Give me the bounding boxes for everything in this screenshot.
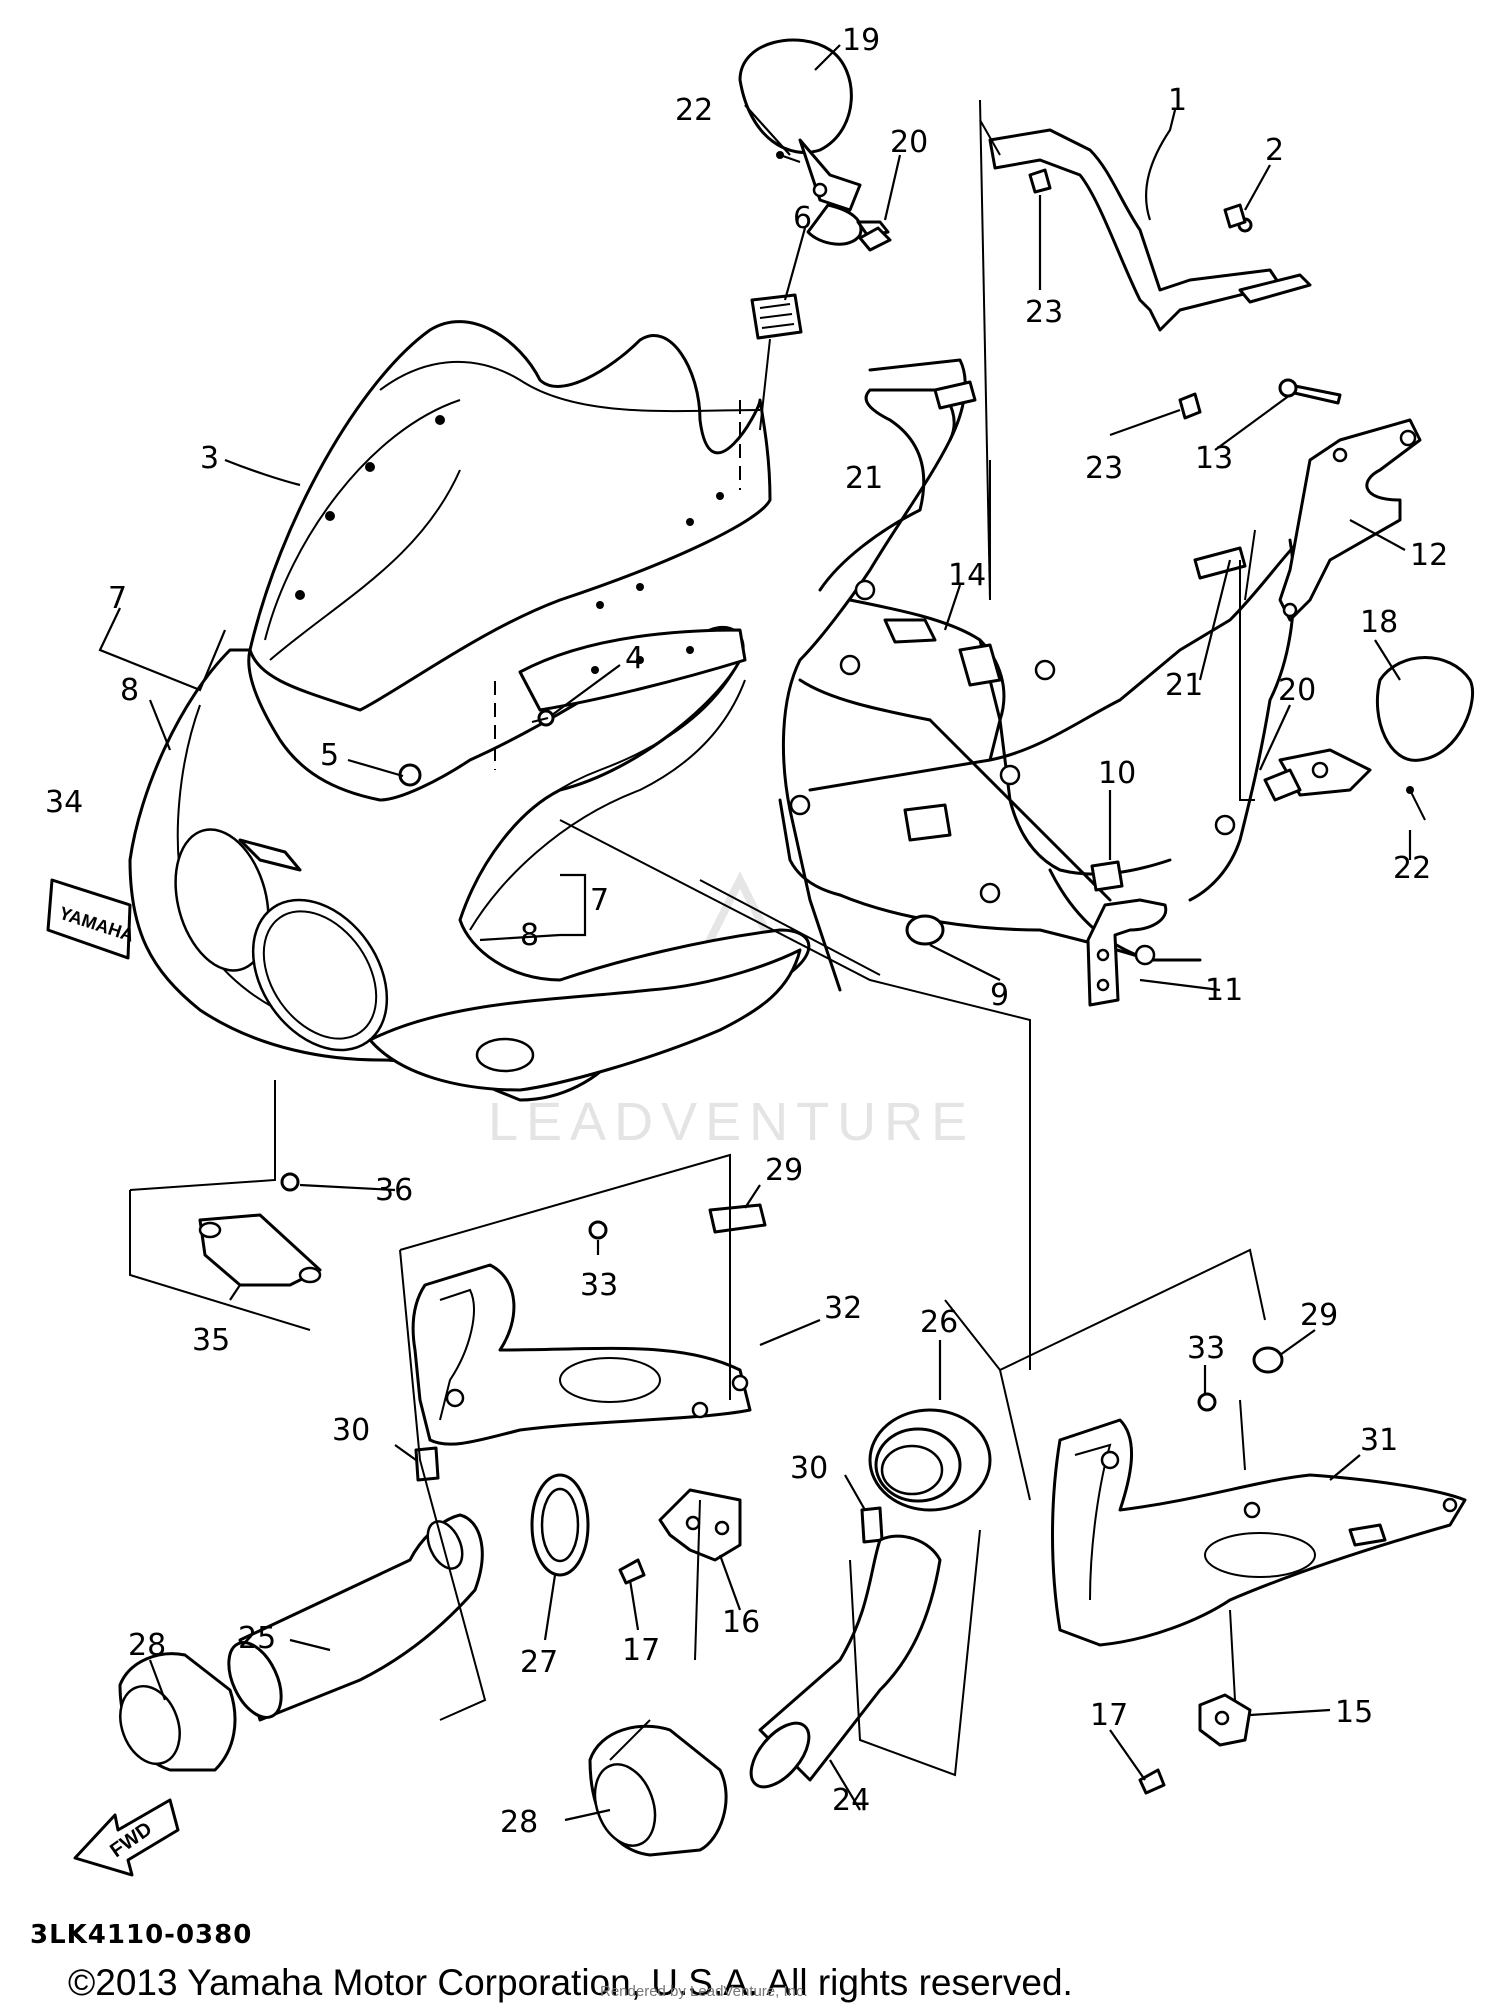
callout-27: 27 xyxy=(520,1645,558,1680)
grommet-26 xyxy=(868,1408,992,1512)
callout-8b: 8 xyxy=(520,918,539,953)
callout-30a: 30 xyxy=(332,1413,370,1448)
callout-22a: 22 xyxy=(675,93,713,128)
callout-33a: 33 xyxy=(580,1268,618,1303)
callout-12: 12 xyxy=(1410,538,1448,573)
lower-right-bracket-31 xyxy=(1051,1418,1467,1647)
callout-21b: 21 xyxy=(1165,668,1203,703)
callout-32: 32 xyxy=(824,1291,862,1326)
callout-21a: 21 xyxy=(845,461,883,496)
callout-36: 36 xyxy=(375,1173,413,1208)
callout-1: 1 xyxy=(1168,83,1187,118)
callout-34: 34 xyxy=(45,785,83,820)
callout-7b: 7 xyxy=(590,883,609,918)
callout-33b: 33 xyxy=(1187,1331,1225,1366)
callout-17a: 17 xyxy=(622,1633,660,1668)
callout-11: 11 xyxy=(1205,973,1243,1008)
callout-20a: 20 xyxy=(890,125,928,160)
bushing-29b xyxy=(1252,1346,1284,1374)
caution-label xyxy=(750,293,803,431)
air-duct-25 xyxy=(227,1513,484,1722)
upper-cowling-group xyxy=(128,320,811,1102)
callout-29b: 29 xyxy=(1300,1298,1338,1333)
watermark-text: LEADVENTURE xyxy=(488,1092,975,1152)
callout-26: 26 xyxy=(920,1305,958,1340)
callout-9: 9 xyxy=(990,978,1009,1013)
callout-24: 24 xyxy=(832,1783,870,1818)
callout-13: 13 xyxy=(1195,441,1233,476)
joint-28a xyxy=(118,1652,237,1772)
callout-23b: 23 xyxy=(1085,451,1123,486)
callout-3: 3 xyxy=(200,441,219,476)
callout-15: 15 xyxy=(1335,1695,1373,1730)
callout-17b: 17 xyxy=(1090,1698,1128,1733)
joint-28b xyxy=(588,1724,728,1857)
callout-20b: 20 xyxy=(1278,673,1316,708)
callout-28b: 28 xyxy=(500,1805,538,1840)
diagram-code: 3LK4110-0380 xyxy=(30,1920,253,1950)
main-bracket xyxy=(776,151,1426,1007)
bushing-29a xyxy=(708,1203,767,1234)
air-duct-24 xyxy=(749,1534,942,1789)
callout-28a: 28 xyxy=(128,1628,166,1663)
mirror-right xyxy=(1263,656,1475,802)
screw-33b xyxy=(1197,1392,1217,1412)
callouts: 1 2 3 4 5 6 7 8 7 8 9 10 11 12 13 14 15 … xyxy=(45,23,1448,1840)
callout-8a: 8 xyxy=(120,673,139,708)
callout-2: 2 xyxy=(1265,133,1284,168)
callout-31: 31 xyxy=(1360,1423,1398,1458)
callout-25: 25 xyxy=(238,1621,276,1656)
callout-29a: 29 xyxy=(765,1153,803,1188)
callout-23a: 23 xyxy=(1025,295,1063,330)
callout-10: 10 xyxy=(1098,756,1136,791)
callout-7a: 7 xyxy=(108,581,127,616)
bracket-15 xyxy=(1198,1693,1252,1747)
rendered-by-note: Rendered by LeadVenture, Inc. xyxy=(600,1983,808,2000)
callout-16: 16 xyxy=(722,1605,760,1640)
callout-6: 6 xyxy=(793,201,812,236)
callout-35: 35 xyxy=(192,1323,230,1358)
grommet-27 xyxy=(530,1473,590,1577)
screw-33a xyxy=(588,1220,608,1240)
callout-22b: 22 xyxy=(1393,851,1431,886)
assembly-lines xyxy=(129,99,1266,1777)
callout-5: 5 xyxy=(320,738,339,773)
callout-18: 18 xyxy=(1360,605,1398,640)
yamaha-badge: YAMAHA xyxy=(46,878,137,960)
windshield xyxy=(248,320,772,712)
leader-lines xyxy=(98,44,1412,1822)
fwd-arrow: FWD xyxy=(73,1798,180,1877)
callout-4: 4 xyxy=(625,641,644,676)
lower-left-bracket-32 xyxy=(411,1263,752,1446)
callout-19: 19 xyxy=(842,23,880,58)
lens-35 xyxy=(198,1172,322,1287)
mirror-left xyxy=(738,38,890,246)
callout-14: 14 xyxy=(948,558,986,593)
callout-30b: 30 xyxy=(790,1451,828,1486)
copyright-notice: ©2013 Yamaha Motor Corporation, U.S.A. A… xyxy=(68,1962,1073,2003)
